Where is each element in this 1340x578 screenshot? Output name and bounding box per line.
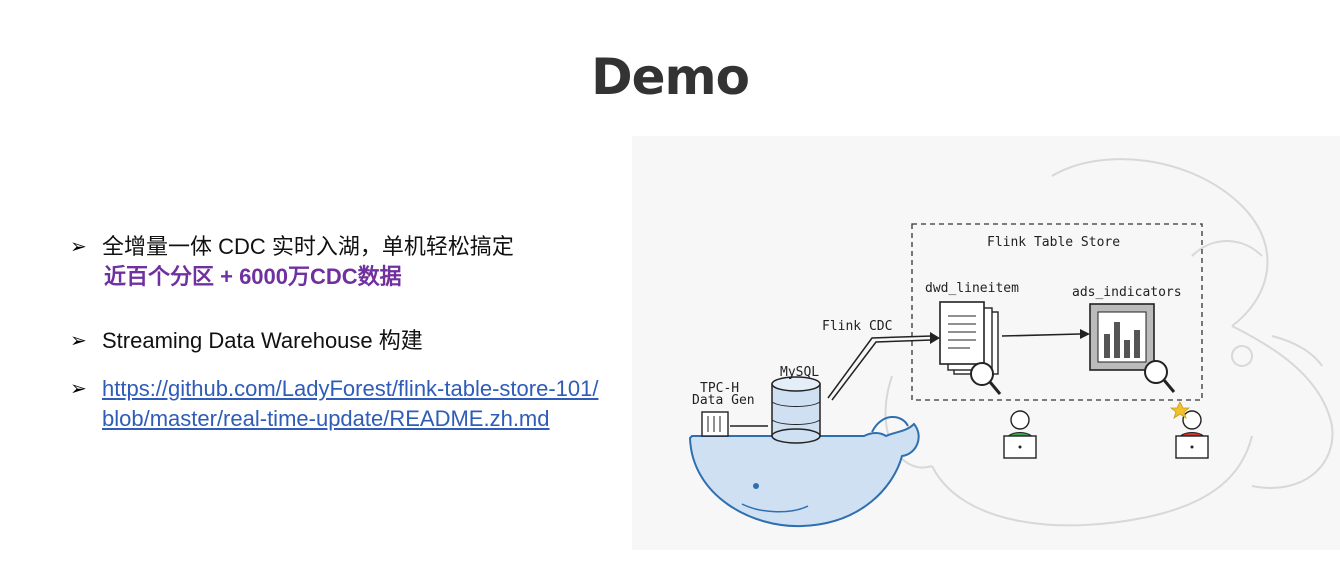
mysql-database-icon — [771, 376, 821, 444]
flow-arrow — [1001, 333, 1081, 337]
cdc-arrow — [827, 335, 933, 399]
dwd-lineitem-icon — [939, 301, 999, 375]
bullet-list: ➢ 全增量一体 CDC 实时入湖，单机轻松搞定 近百个分区 + 6000万CDC… — [68, 232, 608, 434]
arrow-bullet-icon: ➢ — [70, 236, 87, 258]
github-link[interactable]: https://github.com/LadyForest/flink-tabl… — [102, 376, 599, 431]
table-store-label: Flink Table Store — [987, 235, 1120, 250]
tpch-generator-icon — [701, 411, 729, 437]
squirrel-sketch-icon — [884, 158, 1334, 527]
docker-whale-icon — [688, 416, 920, 528]
arrow-head-icon — [930, 332, 940, 344]
slide-title: Demo — [591, 48, 750, 106]
bullet-cdc: ➢ 全增量一体 CDC 实时入湖，单机轻松搞定 近百个分区 + 6000万CDC… — [68, 232, 608, 292]
cdc-arrow — [831, 339, 933, 401]
datagen-label: Data Gen — [692, 393, 755, 408]
table-store-boundary — [911, 223, 1203, 401]
bullet-text: 全增量一体 CDC 实时入湖，单机轻松搞定 — [102, 234, 514, 259]
bullet-text: Streaming Data Warehouse 构建 — [102, 328, 423, 353]
ads-indicators-icon — [1089, 303, 1155, 371]
arrow-bullet-icon: ➢ — [70, 330, 87, 352]
magnifier-icon — [1144, 360, 1176, 393]
ads-indicators-label: ads_indicators — [1072, 285, 1182, 300]
bullet-streaming: ➢ Streaming Data Warehouse 构建 — [68, 326, 608, 356]
mysql-label: MySQL — [780, 365, 819, 380]
dwd-lineitem-label: dwd_lineitem — [925, 281, 1019, 296]
bullet-highlight: 近百个分区 + 6000万CDC数据 — [104, 264, 402, 289]
arrow-bullet-icon: ➢ — [70, 378, 87, 400]
analyst-red-icon — [1169, 401, 1209, 459]
analyst-green-icon — [1003, 410, 1037, 459]
arrow-head-icon — [1080, 329, 1090, 339]
tpch-label: TPC-H — [700, 381, 739, 396]
magnifier-icon — [970, 362, 1002, 395]
architecture-diagram: Flink Table Store dwd_lineitem — [632, 136, 1340, 550]
bullet-link: ➢ https://github.com/LadyForest/flink-ta… — [68, 374, 608, 434]
star-icon — [1169, 401, 1191, 419]
flink-cdc-label: Flink CDC — [822, 319, 892, 334]
